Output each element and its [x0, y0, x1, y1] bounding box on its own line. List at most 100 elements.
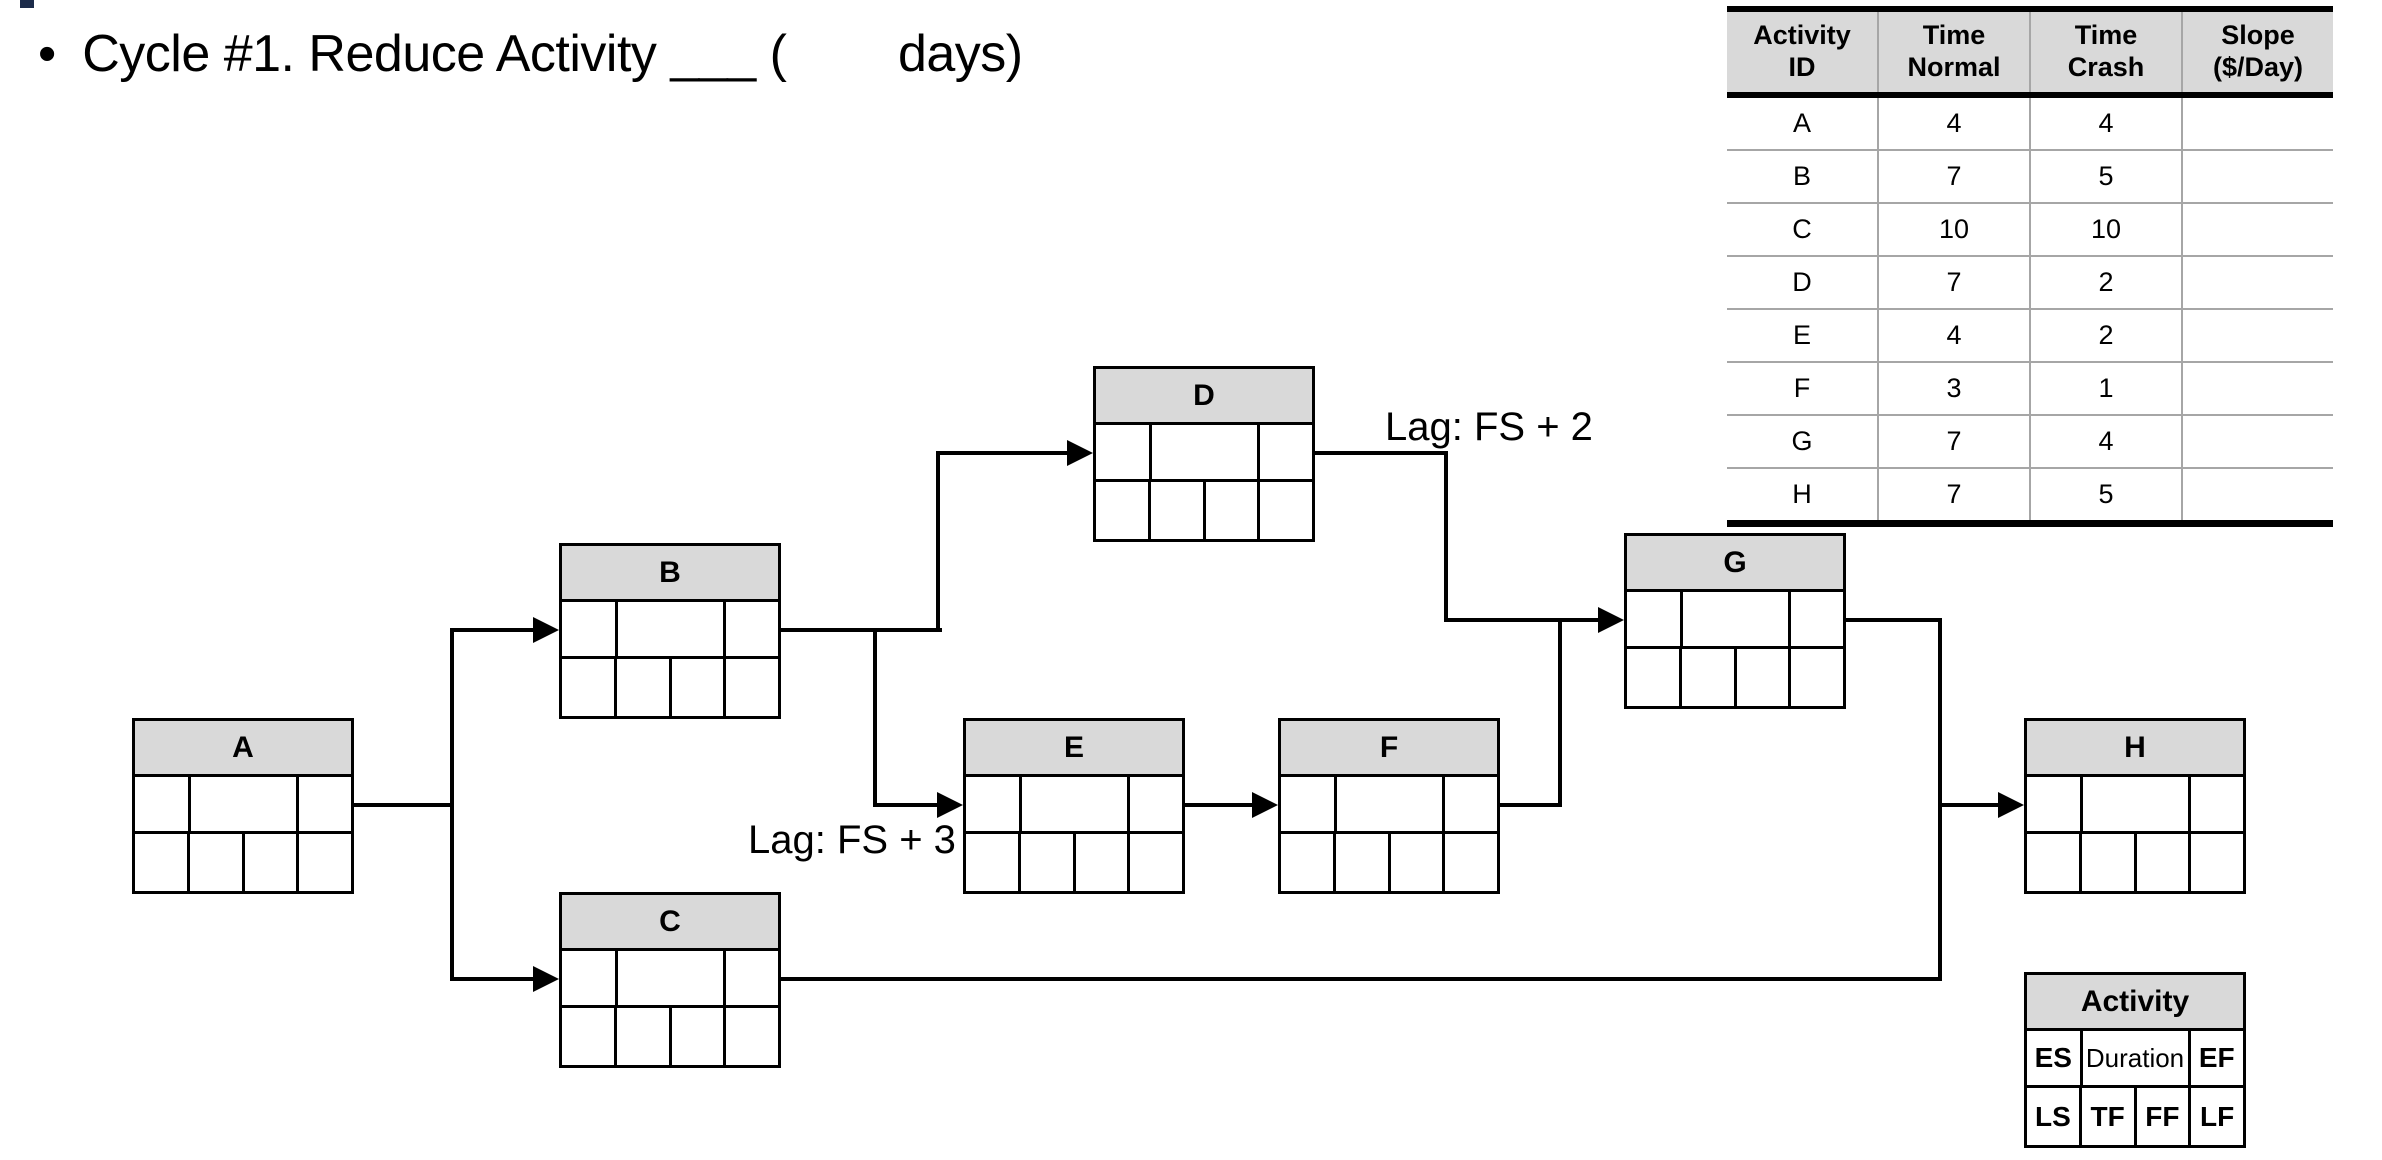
crash-cell-C-slope: [2181, 202, 2333, 256]
node-B-tf-cell: [613, 659, 669, 716]
arrowhead-into-e: [937, 792, 963, 818]
node-B-es-cell: [562, 602, 615, 656]
legend-ls-cell: LS: [2027, 1088, 2079, 1145]
node-A-ff-cell: [241, 834, 297, 891]
node-C-tf-cell: [613, 1008, 669, 1065]
activity-node-G-label: G: [1627, 536, 1843, 592]
node-C-es-cell: [562, 951, 615, 1005]
crash-cell-F-time_normal: 3: [1877, 361, 2030, 415]
connector-into-d: [938, 451, 1069, 455]
node-E-ls-cell: [966, 834, 1018, 891]
node-H-tf-cell: [2078, 834, 2134, 891]
connector-f-out: [1500, 803, 1560, 807]
node-E-tf-cell: [1017, 834, 1073, 891]
node-A-duration-cell: [187, 777, 296, 831]
node-F-ls-cell: [1281, 834, 1333, 891]
crash-cell-H-slope: [2181, 467, 2333, 527]
node-F-es-cell: [1281, 777, 1334, 831]
arrowhead-into-f: [1252, 792, 1278, 818]
node-D-duration-cell: [1148, 425, 1257, 479]
node-A-tf-cell: [186, 834, 242, 891]
crash-cell-G-id: G: [1727, 414, 1878, 468]
node-H-ff-cell: [2133, 834, 2189, 891]
crash-cell-C-id: C: [1727, 202, 1878, 256]
activity-node-A: A: [132, 718, 354, 894]
node-F-ef-cell: [1441, 777, 1497, 831]
connector-d-down: [1444, 451, 1448, 622]
arrowhead-into-g: [1598, 607, 1624, 633]
crash-cell-A-time_crash: 4: [2029, 95, 2182, 150]
node-B-lf-cell: [723, 659, 778, 716]
connector-a-split-vertical: [450, 628, 454, 981]
crash-cell-A-time_normal: 4: [1877, 95, 2030, 150]
node-E-es-cell: [966, 777, 1019, 831]
connector-b-down-to-e: [873, 628, 877, 807]
lag-label-b-e: Lag: FS + 3: [748, 818, 956, 862]
node-C-ef-cell: [722, 951, 778, 1005]
node-E-ef-cell: [1126, 777, 1182, 831]
connector-into-g: [1444, 618, 1600, 622]
node-H-duration-cell: [2079, 777, 2188, 831]
connector-f-up-to-g: [1558, 618, 1562, 807]
crash-cell-D-time_normal: 7: [1877, 255, 2030, 309]
activity-node-H: H: [2024, 718, 2246, 894]
crash-cell-B-id: B: [1727, 149, 1878, 203]
node-H-lf-cell: [2188, 834, 2243, 891]
node-D-lf-cell: [1257, 482, 1312, 539]
node-G-ef-cell: [1787, 592, 1843, 646]
node-D-ls-cell: [1096, 482, 1148, 539]
node-F-ff-cell: [1387, 834, 1443, 891]
crash-cell-G-slope: [2181, 414, 2333, 468]
page-title: Cycle #1. Reduce Activity ___ ( days): [82, 25, 1023, 83]
node-F-tf-cell: [1332, 834, 1388, 891]
arrowhead-into-b: [533, 617, 559, 643]
node-B-ls-cell: [562, 659, 614, 716]
activity-node-B-label: B: [562, 546, 778, 602]
legend-ff-cell: FF: [2133, 1088, 2189, 1145]
activity-node-F: F: [1278, 718, 1500, 894]
crash-cell-D-time_crash: 2: [2029, 255, 2182, 309]
node-C-lf-cell: [723, 1008, 778, 1065]
node-B-ff-cell: [668, 659, 724, 716]
crash-cell-G-time_normal: 7: [1877, 414, 2030, 468]
node-G-ff-cell: [1733, 649, 1789, 706]
node-B-ef-cell: [722, 602, 778, 656]
crash-cell-E-id: E: [1727, 308, 1878, 362]
node-D-tf-cell: [1147, 482, 1203, 539]
slide-title-row: • Cycle #1. Reduce Activity ___ ( days): [38, 22, 1023, 87]
node-H-ef-cell: [2187, 777, 2243, 831]
connector-into-h: [1940, 803, 2000, 807]
crash-cell-C-time_normal: 10: [1877, 202, 2030, 256]
connector-into-b: [452, 628, 535, 632]
crash-cell-A-slope: [2181, 95, 2333, 150]
legend-title: Activity: [2027, 975, 2243, 1031]
arrowhead-into-h: [1998, 792, 2024, 818]
crash-cell-H-time_crash: 5: [2029, 467, 2182, 527]
crash-cell-B-time_normal: 7: [1877, 149, 2030, 203]
node-F-duration-cell: [1333, 777, 1442, 831]
activity-node-E-label: E: [966, 721, 1182, 777]
activity-node-H-label: H: [2027, 721, 2243, 777]
legend-box: Activity ES Duration EF LS TF FF LF: [2024, 972, 2246, 1148]
crash-cell-F-id: F: [1727, 361, 1878, 415]
node-G-ls-cell: [1627, 649, 1679, 706]
connector-b-up-to-d: [936, 451, 940, 632]
activity-node-C: C: [559, 892, 781, 1068]
activity-node-G: G: [1624, 533, 1846, 709]
crash-cell-H-time_normal: 7: [1877, 467, 2030, 527]
activity-node-C-label: C: [562, 895, 778, 951]
activity-node-D-label: D: [1096, 369, 1312, 425]
node-G-duration-cell: [1679, 592, 1788, 646]
corner-artifact: [20, 0, 34, 8]
arrowhead-into-d: [1067, 440, 1093, 466]
col-header-slope: Slope($/Day): [2181, 6, 2333, 98]
